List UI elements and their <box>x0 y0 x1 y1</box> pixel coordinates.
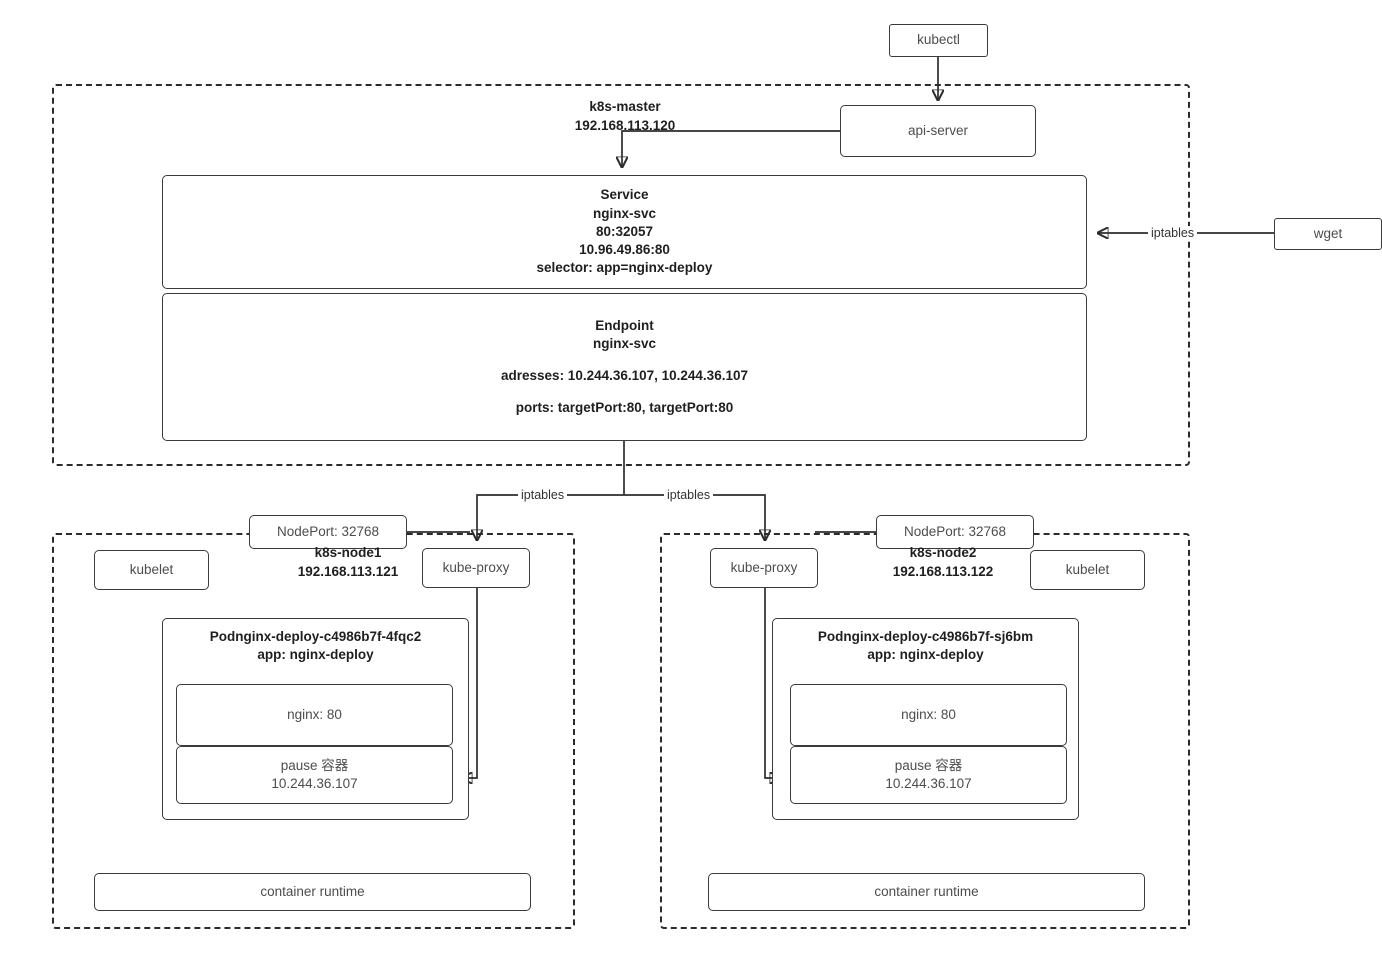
k8s-node1-zone-label: k8s-node1 192.168.113.121 <box>297 545 399 580</box>
endpoint-title: Endpoint <box>595 317 654 333</box>
container-pause-node1[interactable]: pause 容器 10.244.36.107 <box>176 746 453 804</box>
nodeport-box-node1[interactable]: NodePort: 32768 <box>249 515 407 549</box>
service-cluster-ip: 10.96.49.86:80 <box>579 242 670 258</box>
api-server-label: api-server <box>907 122 969 138</box>
kube-proxy-label-node2: kube-proxy <box>730 559 798 575</box>
service-name: nginx-svc <box>592 205 657 221</box>
container-pause-ip-node1: 10.244.36.107 <box>271 776 358 791</box>
container-nginx-label-node2: nginx: 80 <box>901 706 956 722</box>
container-nginx-node1[interactable]: nginx: 80 <box>176 684 453 746</box>
pod-name-node2: Podnginx-deploy-c4986b7f-sj6bm <box>817 629 1034 644</box>
pod-name-node1: Podnginx-deploy-c4986b7f-4fqc2 <box>209 629 422 644</box>
container-pause-ip-node2: 10.244.36.107 <box>885 776 972 791</box>
pod-label-node1: app: nginx-deploy <box>257 647 374 663</box>
api-server-box[interactable]: api-server <box>840 105 1036 157</box>
endpoint-box[interactable]: Endpoint nginx-svc adresses: 10.244.36.1… <box>162 293 1087 441</box>
zone-k8s-master <box>52 84 1190 466</box>
endpoint-name: nginx-svc <box>592 335 657 351</box>
edge-label-iptables-wget: iptables <box>1148 226 1198 241</box>
nodeport-label-node1: NodePort: 32768 <box>276 523 380 539</box>
container-pause-label-node2: pause 容器 <box>894 757 963 773</box>
container-runtime-box-node2[interactable]: container runtime <box>708 873 1145 911</box>
kubectl-label: kubectl <box>917 32 960 48</box>
nodeport-label-node2: NodePort: 32768 <box>903 523 1007 539</box>
pod-label-node2: app: nginx-deploy <box>867 647 984 663</box>
service-title: Service <box>600 187 649 203</box>
kubelet-box-node2[interactable]: kubelet <box>1030 550 1145 590</box>
kube-proxy-label-node1: kube-proxy <box>442 559 510 575</box>
container-runtime-label-node1: container runtime <box>260 883 365 899</box>
service-box[interactable]: Service nginx-svc 80:32057 10.96.49.86:8… <box>162 175 1087 289</box>
k8s-master-zone-label: k8s-master 192.168.113.120 <box>574 99 676 134</box>
container-nginx-node2[interactable]: nginx: 80 <box>790 684 1067 746</box>
kubelet-label-node2: kubelet <box>1065 561 1110 577</box>
kubectl-box[interactable]: kubectl <box>889 24 988 57</box>
kubelet-label-node1: kubelet <box>129 561 174 577</box>
container-runtime-label-node2: container runtime <box>874 883 979 899</box>
wget-box[interactable]: wget <box>1274 218 1382 250</box>
container-pause-label-node1: pause 容器 <box>280 757 349 773</box>
edge-label-iptables-left: iptables <box>518 488 568 503</box>
container-runtime-box-node1[interactable]: container runtime <box>94 873 531 911</box>
kube-proxy-box-node2[interactable]: kube-proxy <box>710 548 818 588</box>
endpoint-ports: ports: targetPort:80, targetPort:80 <box>515 400 734 416</box>
service-selector: selector: app=nginx-deploy <box>536 260 713 276</box>
endpoint-addresses: adresses: 10.244.36.107, 10.244.36.107 <box>501 368 748 383</box>
container-pause-node2[interactable]: pause 容器 10.244.36.107 <box>790 746 1067 804</box>
k8s-node2-zone-label: k8s-node2 192.168.113.122 <box>892 545 994 580</box>
kube-proxy-box-node1[interactable]: kube-proxy <box>422 548 530 588</box>
edge-label-iptables-right: iptables <box>664 488 714 503</box>
service-ports: 80:32057 <box>595 223 654 239</box>
kubelet-box-node1[interactable]: kubelet <box>94 550 209 590</box>
wget-label: wget <box>1313 225 1343 241</box>
container-nginx-label-node1: nginx: 80 <box>287 706 342 722</box>
